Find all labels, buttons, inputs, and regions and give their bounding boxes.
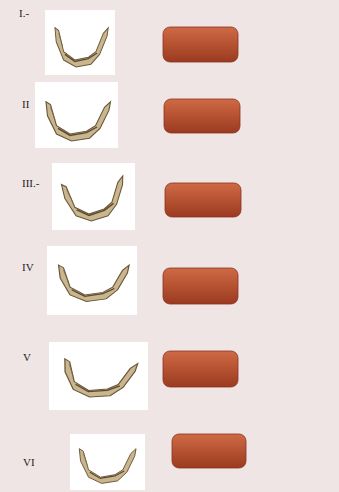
answer-button: [163, 351, 238, 387]
row-numeral: I.-: [19, 8, 29, 19]
row-numeral: IV: [22, 262, 34, 273]
row-numeral: III.-: [22, 178, 39, 189]
jaw-image: [46, 102, 111, 141]
jaw-image: [55, 28, 108, 67]
image-frame: [47, 246, 137, 315]
row-numeral: VI: [23, 457, 35, 468]
answer-button: [163, 27, 238, 62]
jaw-image: [79, 449, 136, 484]
image-frame: [35, 82, 118, 148]
answer-button: [165, 183, 241, 217]
answer-button: [172, 434, 246, 468]
row-numeral: II: [22, 99, 29, 110]
jaw-image: [61, 176, 128, 225]
image-frame: [49, 342, 148, 410]
jaw-image: [59, 265, 130, 301]
image-frame: [52, 163, 135, 230]
image-frame: [45, 10, 115, 75]
jaw-image: [61, 359, 138, 400]
answer-button: [164, 99, 240, 133]
answer-button: [163, 268, 238, 304]
row-numeral: V: [23, 352, 31, 363]
image-frame: [70, 434, 145, 490]
